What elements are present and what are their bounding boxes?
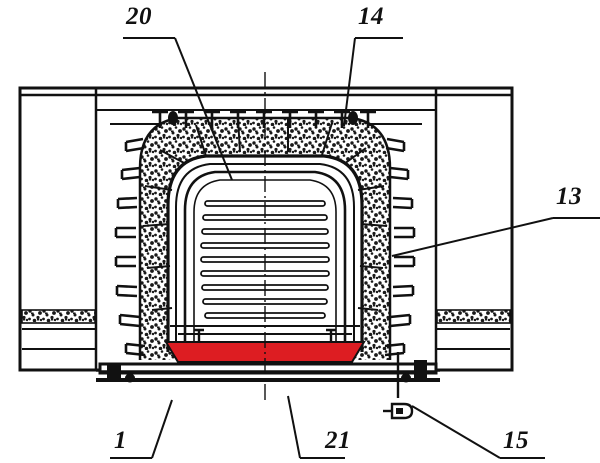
bottom-right-fitting [383, 402, 414, 420]
hearth-support-posts [194, 328, 336, 342]
left-side-anchor-brackets [114, 137, 146, 357]
top-anchor-brackets [152, 110, 376, 128]
right-side-anchor-brackets [384, 137, 416, 357]
side-compartment-walls [94, 88, 438, 370]
callout-label-14: 14 [358, 3, 384, 30]
callout-label-1: 1 [114, 427, 127, 454]
callout-label-13: 13 [556, 183, 582, 210]
callout-leaders [110, 37, 600, 459]
arch-anchor-bolts [168, 111, 358, 125]
callout-label-15: 15 [503, 427, 529, 454]
left-wall-insulation-band [21, 309, 96, 350]
base-beams [96, 362, 440, 382]
callout-label-21: 21 [325, 427, 351, 454]
callout-label-20: 20 [126, 3, 152, 30]
right-wall-insulation-band [436, 309, 511, 350]
base-joint-details [107, 352, 427, 398]
